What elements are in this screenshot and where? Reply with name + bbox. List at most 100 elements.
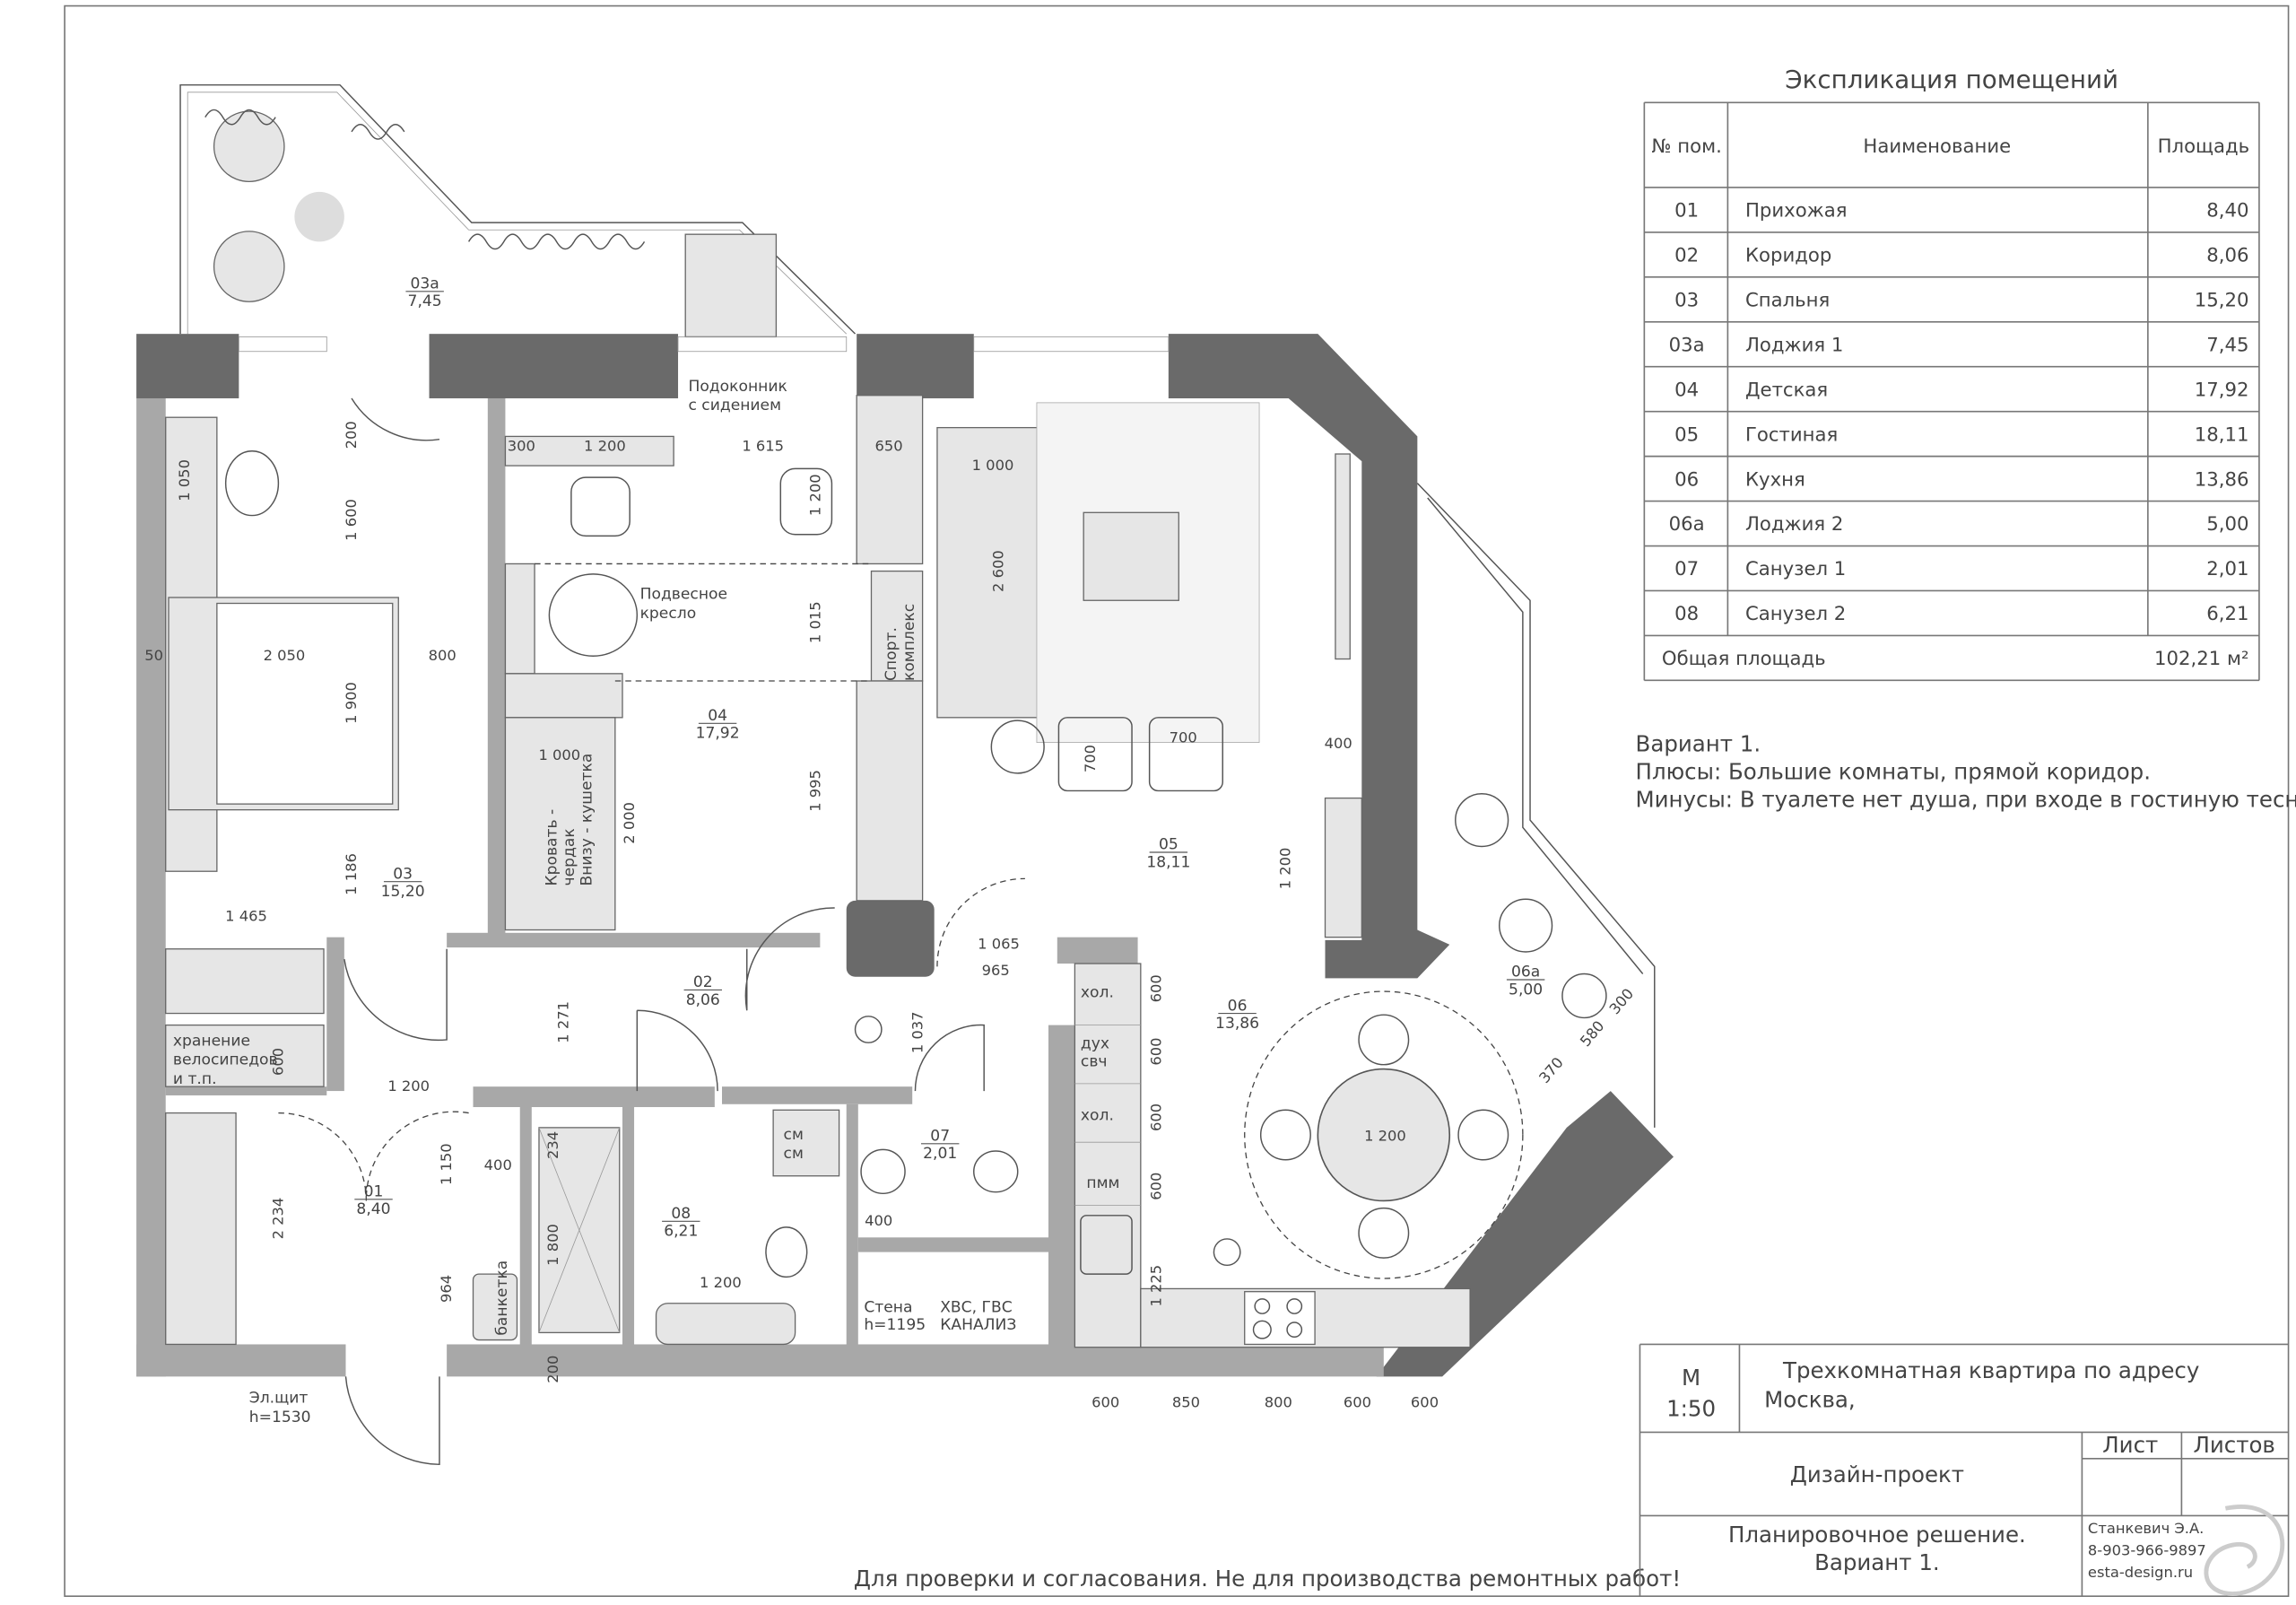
room-area: 6,21 xyxy=(664,1223,698,1241)
armchair-icon xyxy=(213,231,285,302)
sheet-frame xyxy=(64,4,2290,1598)
annotation-label: Внизу - кушетка xyxy=(578,754,596,886)
dimension-label: 1 065 xyxy=(978,936,1020,953)
disclaimer: Для проверки и согласования. Не для прои… xyxy=(854,1566,1681,1592)
annotation-label: хол. xyxy=(1081,1107,1114,1125)
table-cell-number: 03а xyxy=(1669,334,1705,356)
table-cell-name: Санузел 2 xyxy=(1745,603,1846,625)
table-cell-area: 8,40 xyxy=(2206,200,2248,222)
pros-note: Плюсы: Большие комнаты, прямой коридор. xyxy=(1636,758,2151,784)
dimension-label: 1 200 xyxy=(1276,848,1293,890)
room-number: 03 xyxy=(393,865,413,883)
dimension-label: 1 271 xyxy=(555,1001,572,1043)
tv-icon xyxy=(1335,453,1351,660)
dimension-label: 2 050 xyxy=(264,647,306,664)
annotation-label: кресло xyxy=(640,605,697,623)
annotation-label: КАНАЛИЗ xyxy=(940,1316,1016,1334)
annotation-label: см xyxy=(784,1126,804,1144)
dimension-label: 400 xyxy=(1325,735,1352,752)
logo-icon xyxy=(2204,1505,2285,1596)
hanging-chair-icon xyxy=(548,573,639,658)
sport-complex xyxy=(870,570,924,682)
dimension-label: 234 xyxy=(544,1131,561,1159)
dimension-label: 1 186 xyxy=(343,853,360,895)
table-cell-area: 18,11 xyxy=(2195,423,2249,446)
table-cell-number: 02 xyxy=(1674,245,1699,267)
annotation-label: Стена xyxy=(864,1299,912,1317)
hall-wardrobe xyxy=(165,1112,237,1346)
dimension-label: 600 xyxy=(1344,1394,1371,1411)
annotation-label: Спорт. xyxy=(883,627,900,681)
annotation-label: Кровать - xyxy=(544,809,561,886)
dimension-label: 400 xyxy=(484,1156,512,1173)
table-cell-number: 06а xyxy=(1669,513,1705,536)
dimension-label: 1 000 xyxy=(538,746,580,763)
annotation-label: см xyxy=(784,1145,804,1163)
room-area: 5,00 xyxy=(1509,981,1543,999)
annotation-label: с сидением xyxy=(688,397,781,414)
drawing-variant: Вариант 1. xyxy=(1814,1549,1940,1575)
table-cell-name: Санузел 1 xyxy=(1745,558,1846,580)
dimension-label: 300 xyxy=(508,438,535,455)
dimension-label: 1 200 xyxy=(700,1274,742,1291)
armchair-icon xyxy=(1057,717,1133,792)
room-area: 15,20 xyxy=(381,883,425,901)
sink xyxy=(655,1303,796,1346)
armchair-icon xyxy=(213,110,285,183)
table-cell-area: 13,86 xyxy=(2195,468,2249,491)
toilet-icon xyxy=(973,1150,1019,1193)
dimension-label: 1 200 xyxy=(806,474,823,516)
scale-value: 1:50 xyxy=(1666,1395,1716,1421)
desk-chair-icon xyxy=(779,467,833,536)
dimension-label: 1 200 xyxy=(584,438,626,455)
dimension-label: 965 xyxy=(982,962,1010,979)
dimension-label: 800 xyxy=(429,647,457,664)
website: esta-design.ru xyxy=(2088,1564,2193,1581)
dimension-label: 1 200 xyxy=(1364,1128,1406,1145)
author: Станкевич Э.А. xyxy=(2088,1520,2204,1537)
dimension-label: 1 615 xyxy=(742,438,784,455)
dimension-label: 50 xyxy=(144,647,163,664)
drawing-title: Планировочное решение. xyxy=(1728,1522,2026,1548)
dimension-label: 1 465 xyxy=(225,908,267,925)
dimension-label: 370 xyxy=(1535,1054,1567,1086)
armchair-icon xyxy=(1148,717,1223,792)
table-cell-number: 03 xyxy=(1674,289,1699,311)
table-cell-name: Гостиная xyxy=(1745,423,1838,446)
sheet-label: Лист xyxy=(2102,1432,2158,1458)
dimension-label: 600 xyxy=(1148,974,1165,1002)
table-header: Наименование xyxy=(1863,135,2011,158)
dimension-label: 1 150 xyxy=(438,1143,455,1185)
dimension-label: 1 200 xyxy=(387,1077,430,1095)
chair-icon xyxy=(224,450,280,517)
room-area: 2,01 xyxy=(923,1145,957,1163)
table-cell-name: Кухня xyxy=(1745,468,1805,491)
washing-machine xyxy=(772,1109,840,1177)
floor-plan xyxy=(136,83,1674,1466)
kids-wardrobe xyxy=(856,680,924,902)
annotation-label: Эл.щит xyxy=(249,1390,309,1408)
dimension-label: 600 xyxy=(1148,1037,1165,1065)
loft-bed xyxy=(504,717,616,931)
table-cell-number: 08 xyxy=(1674,603,1699,625)
sofa xyxy=(936,426,1052,719)
dimension-label: 300 xyxy=(1606,985,1638,1017)
table-cell-area: 5,00 xyxy=(2206,513,2248,536)
annotation-label: Подвесное xyxy=(640,586,727,604)
room-number: 08 xyxy=(671,1205,691,1223)
explication-title: Экспликация помещений xyxy=(1785,65,2118,94)
table-cell-number: 05 xyxy=(1674,423,1699,446)
table-cell-area: 8,06 xyxy=(2206,245,2248,267)
table-cell-name: Лоджия 2 xyxy=(1745,513,1843,536)
dimension-label: 200 xyxy=(343,421,360,449)
dimension-label: 2 234 xyxy=(269,1198,286,1240)
room-number: 06 xyxy=(1228,997,1248,1015)
annotation-label: дух xyxy=(1081,1035,1109,1053)
table-cell-number: 06 xyxy=(1674,468,1699,491)
dimension-label: 600 xyxy=(1091,1394,1119,1411)
title-block: М 1:50 Трехкомнатная квартира по адресу … xyxy=(1639,1343,2289,1597)
dimension-label: 700 xyxy=(1170,729,1197,746)
annotation-label: комплекс xyxy=(900,604,918,681)
dimension-label: 2 600 xyxy=(989,550,1006,592)
